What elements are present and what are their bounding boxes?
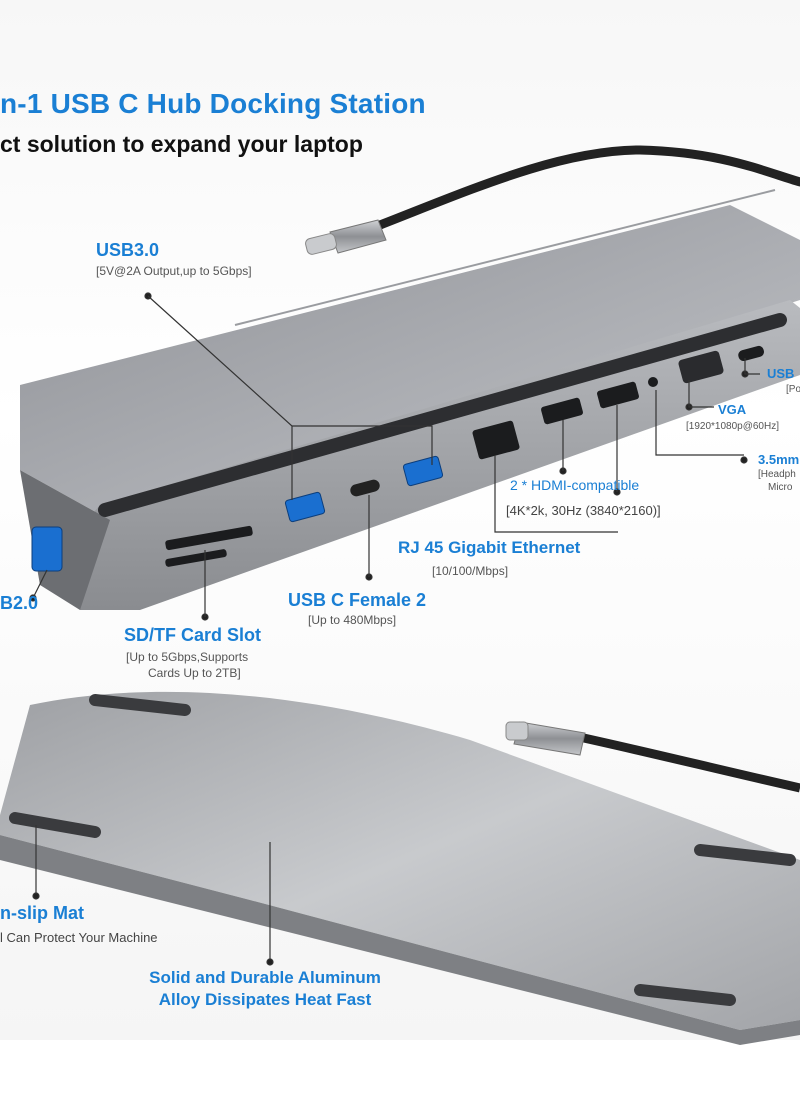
- hdmi-label: 2 * HDMI-compatible: [510, 477, 640, 493]
- sd-tf-spec-1: [Up to 5Gbps,Supports: [126, 650, 249, 664]
- aluminum-caption-1: Solid and Durable Aluminum: [149, 968, 381, 987]
- rubber-mat-3: [694, 844, 796, 866]
- hub-groove-front: [98, 313, 787, 517]
- non-slip-label: n-slip Mat: [0, 903, 84, 923]
- hub-bottom-body: [0, 691, 800, 1030]
- page-subtitle: ct solution to expand your laptop: [0, 131, 363, 157]
- usb3-label: USB3.0: [96, 240, 160, 260]
- usb-c-power-label: USB: [767, 366, 795, 381]
- rubber-mat-4: [634, 984, 736, 1006]
- rj45-spec: [10/100/Mbps]: [432, 564, 509, 578]
- hdmi-spec: [4K*2k, 30Hz (3840*2160)]: [506, 503, 661, 518]
- usb2-port: [31, 526, 63, 572]
- tf-slot: [165, 549, 227, 567]
- hdmi-port-2: [597, 381, 639, 409]
- top-cable: [375, 145, 800, 230]
- vga-port: [678, 350, 724, 384]
- non-slip-spec: l Can Protect Your Machine: [0, 930, 158, 945]
- usb-c-power-spec: [Po: [786, 384, 800, 395]
- sd-tf-spec-2: Cards Up to 2TB]: [148, 666, 241, 680]
- audio-spec-1: [Headph: [758, 469, 796, 480]
- usbc-female-port: [350, 479, 380, 497]
- hub-side-face: [20, 470, 110, 610]
- usb3-port-2: [402, 455, 444, 487]
- usb3-port-1: [284, 491, 326, 523]
- top-usbc-connector: [329, 219, 387, 254]
- usb2-label: B2.0: [0, 593, 39, 613]
- usb-c-female-label: USB C Female 2: [288, 590, 427, 610]
- rj45-port: [472, 420, 520, 460]
- rj45-label: RJ 45 Gigabit Ethernet: [398, 538, 581, 557]
- audio-jack: [648, 377, 658, 387]
- sd-slot: [165, 525, 253, 551]
- usbc-power-port: [738, 345, 764, 362]
- vga-label: VGA: [718, 402, 747, 417]
- rubber-mat-1: [89, 694, 191, 716]
- hdmi-port-1: [541, 397, 583, 425]
- rubber-mat-2: [9, 812, 101, 838]
- hub-top-face: [20, 205, 800, 520]
- audio-spec-2: Micro: [768, 482, 793, 493]
- audio-label: 3.5mm: [758, 452, 800, 467]
- page-title: n-1 USB C Hub Docking Station: [0, 88, 426, 119]
- aluminum-caption-2: Alloy Dissipates Heat Fast: [158, 990, 372, 1009]
- usb3-spec: [5V@2A Output,up to 5Gbps]: [96, 264, 252, 278]
- top-usbc-tip: [305, 233, 337, 255]
- usb-c-female-spec: [Up to 480Mbps]: [308, 613, 397, 627]
- vga-spec: [1920*1080p@60Hz]: [686, 421, 779, 432]
- sd-tf-label: SD/TF Card Slot: [124, 625, 262, 645]
